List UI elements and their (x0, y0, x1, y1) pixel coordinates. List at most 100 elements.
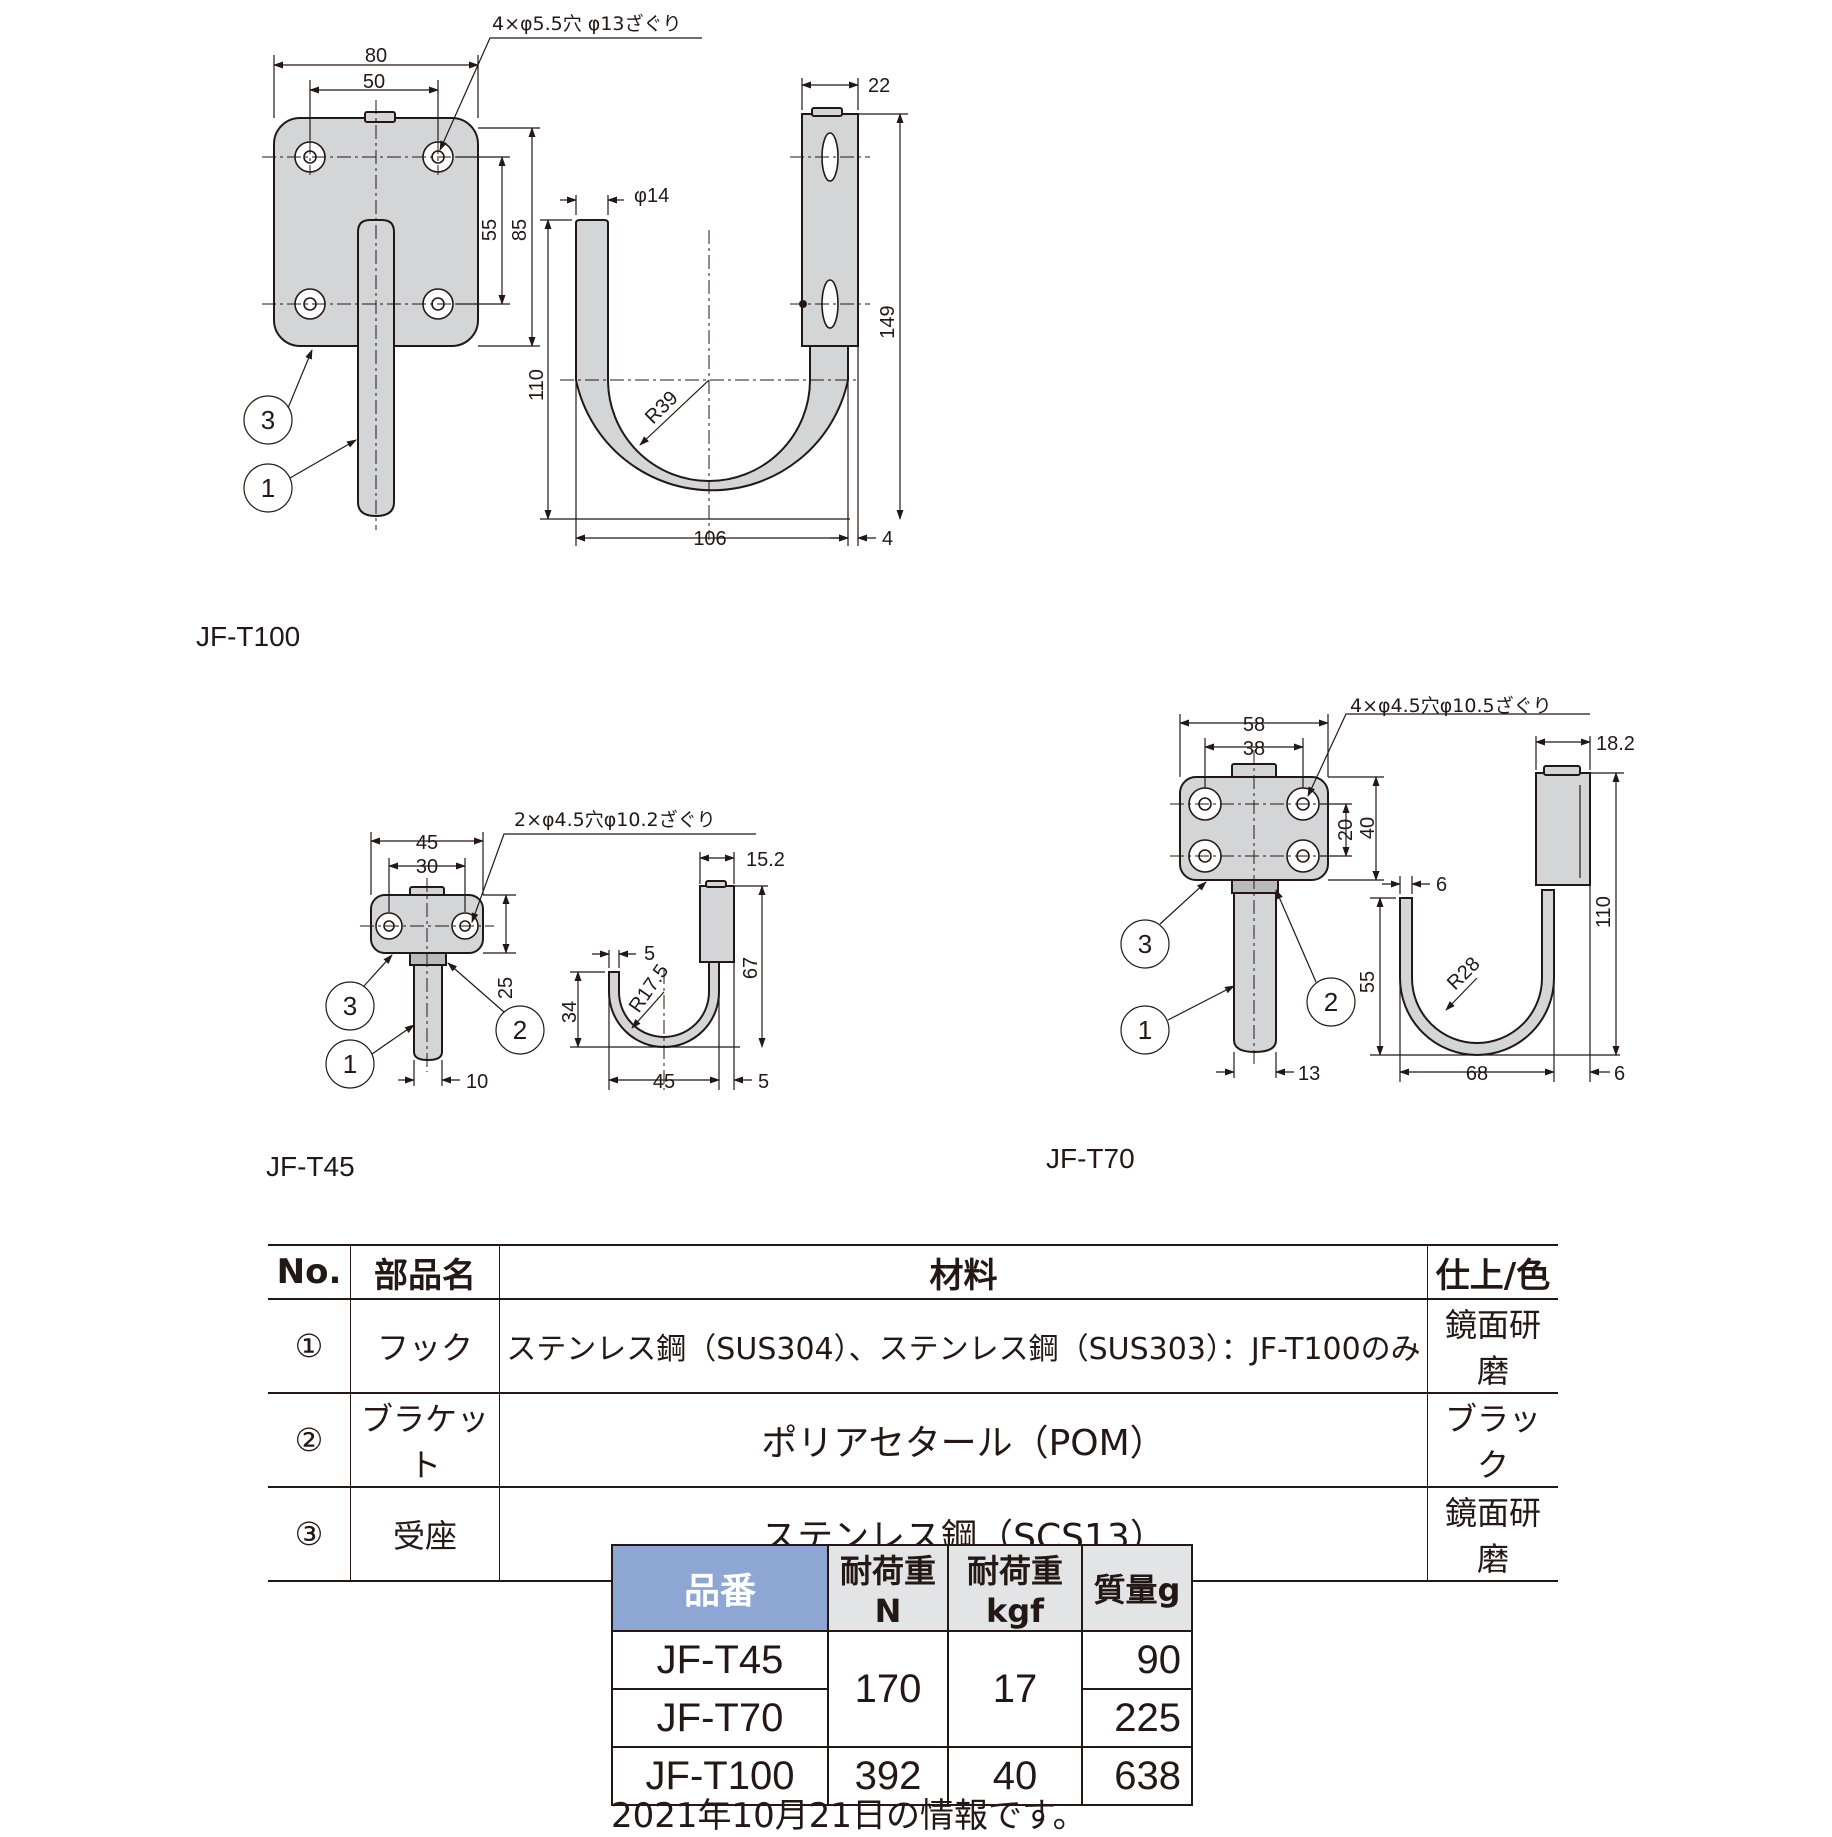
part-finish: 鏡面研磨 (1427, 1298, 1558, 1394)
t70-model-label: JF-T70 (1046, 1143, 1135, 1174)
t45-dim-30: 30 (416, 856, 438, 878)
t70-dim-6-top: 6 (1436, 874, 1447, 896)
spec-model: JF-T100 (611, 1746, 829, 1806)
t45-hole-note: 2×φ4.5穴φ10.2ざぐり (514, 808, 716, 831)
jf-t70-side-view (1370, 736, 1624, 1082)
t100-dim-85: 85 (509, 219, 531, 241)
t45-dim-34: 34 (559, 1001, 581, 1023)
spec-mass: 638 (1081, 1746, 1193, 1806)
t45-model-label: JF-T45 (266, 1151, 355, 1182)
t45-dim-5-bottom: 5 (758, 1071, 769, 1093)
spec-load-n: 170 (827, 1630, 949, 1748)
jf-t45-hook-shaft (413, 964, 443, 1062)
t45-balloon-2: 2 (513, 1015, 527, 1045)
jf-t100-side-view (540, 78, 908, 546)
jf-t70-front-view (1120, 713, 1590, 1078)
t70-balloon-2: 2 (1324, 987, 1338, 1017)
spec-header-load-n: 耐荷重N (827, 1544, 949, 1632)
t70-dim-6-bottom: 6 (1614, 1063, 1625, 1085)
spec-mass: 90 (1081, 1630, 1193, 1690)
jf-t45-side-view (570, 852, 768, 1090)
parts-table-header-row: No. 部品名 材料 仕上/色 (268, 1244, 1558, 1300)
t70-dim-38: 38 (1243, 738, 1265, 760)
t45-dim-15-2: 15.2 (746, 849, 785, 871)
t45-dim-45: 45 (416, 832, 438, 854)
t100-dim-80: 80 (365, 45, 387, 67)
spec-header-load-kgf: 耐荷重kgf (947, 1544, 1083, 1632)
spec-load-kgf: 40 (947, 1746, 1083, 1806)
t100-balloon-1: 1 (261, 473, 275, 503)
t70-dim-58: 58 (1243, 714, 1265, 736)
t45-balloon-1: 1 (343, 1049, 357, 1079)
t100-dim-r39: R39 (641, 387, 683, 429)
part-material: ポリアセタール（POM） (499, 1392, 1428, 1488)
jf-t70-hook-body (1399, 889, 1555, 1056)
t70-balloon-1: 1 (1138, 1015, 1152, 1045)
jf-t100-hook-body (575, 219, 849, 492)
part-no: ③ (268, 1486, 351, 1582)
table-row: JF-T100 392 40 638 (611, 1746, 1193, 1806)
t70-dim-20: 20 (1335, 819, 1357, 841)
t100-dim-106: 106 (693, 528, 726, 550)
t45-dim-5-top: 5 (644, 943, 655, 965)
spec-table: 品番 耐荷重N 耐荷重kgf 質量g JF-T45 170 17 90 JF-T… (611, 1544, 1193, 1806)
t100-dim-149: 149 (877, 305, 899, 338)
jf-t100-front-view (243, 37, 702, 530)
t100-dim-55: 55 (479, 219, 501, 241)
parts-header-no: No. (268, 1244, 351, 1300)
t100-balloon-3: 3 (261, 405, 275, 435)
part-name: フック (350, 1298, 500, 1394)
t70-dim-68: 68 (1466, 1063, 1488, 1085)
jf-t70-hook-shaft (1233, 892, 1277, 1054)
t70-dim-110: 110 (1593, 896, 1615, 928)
spec-mass: 225 (1081, 1688, 1193, 1748)
t70-dim-r28: R28 (1443, 953, 1485, 995)
jf-t70-drawing (1120, 713, 1624, 1082)
t45-dim-67: 67 (740, 957, 762, 979)
spec-load-kgf: 17 (947, 1630, 1083, 1748)
t100-dim-50: 50 (363, 71, 385, 93)
t100-hole-note: 4×φ5.5穴 φ13ざぐり (492, 12, 682, 35)
spec-table-header-row: 品番 耐荷重N 耐荷重kgf 質量g (611, 1544, 1193, 1632)
t45-dim-45-bottom: 45 (653, 1071, 675, 1093)
spec-header-mass: 質量g (1081, 1544, 1193, 1632)
table-row: ② ブラケット ポリアセタール（POM） ブラック (268, 1392, 1558, 1488)
t45-dim-10: 10 (466, 1071, 488, 1093)
info-date-note: 2021年10月21日の情報です。 (611, 1796, 1087, 1836)
part-finish: 鏡面研磨 (1427, 1486, 1558, 1582)
t100-dim-4: 4 (882, 528, 893, 550)
spec-model: JF-T45 (611, 1630, 829, 1690)
t100-dim-phi14: φ14 (634, 185, 669, 207)
parts-header-finish: 仕上/色 (1427, 1244, 1558, 1300)
parts-table: No. 部品名 材料 仕上/色 ① フック ステンレス鋼（SUS304）、ステン… (268, 1244, 1558, 1582)
part-finish: ブラック (1427, 1392, 1558, 1488)
spec-load-n: 392 (827, 1746, 949, 1806)
jf-t45-bracket (699, 885, 735, 963)
jf-t45-front-view (325, 832, 756, 1089)
part-material: ステンレス鋼（SUS304）、ステンレス鋼（SUS303）：JF-T100のみ (499, 1298, 1428, 1394)
t45-dim-25: 25 (495, 977, 517, 999)
jf-t70-bracket (1535, 772, 1591, 886)
spec-header-model: 品番 (611, 1544, 829, 1632)
t70-dim-55: 55 (1357, 971, 1379, 993)
t100-dim-22: 22 (868, 75, 890, 97)
t70-dim-13: 13 (1298, 1063, 1320, 1085)
t45-balloon-3: 3 (343, 991, 357, 1021)
jf-t45-drawing (325, 832, 768, 1090)
spec-model: JF-T70 (611, 1688, 829, 1748)
part-no: ② (268, 1392, 351, 1488)
t70-dim-18-2: 18.2 (1596, 733, 1635, 755)
part-name: ブラケット (350, 1392, 500, 1488)
part-no: ① (268, 1298, 351, 1394)
table-row: JF-T45 170 17 90 (611, 1630, 1193, 1748)
part-name: 受座 (350, 1486, 500, 1582)
t70-balloon-3: 3 (1138, 929, 1152, 959)
t70-hole-note: 4×φ4.5穴φ10.5ざぐり (1350, 694, 1552, 717)
parts-header-name: 部品名 (350, 1244, 500, 1300)
t70-dim-40: 40 (1357, 817, 1379, 839)
parts-header-material: 材料 (499, 1244, 1428, 1300)
t100-dim-110: 110 (526, 369, 548, 401)
t100-model-label: JF-T100 (196, 621, 300, 652)
table-row: ① フック ステンレス鋼（SUS304）、ステンレス鋼（SUS303）：JF-T… (268, 1298, 1558, 1394)
